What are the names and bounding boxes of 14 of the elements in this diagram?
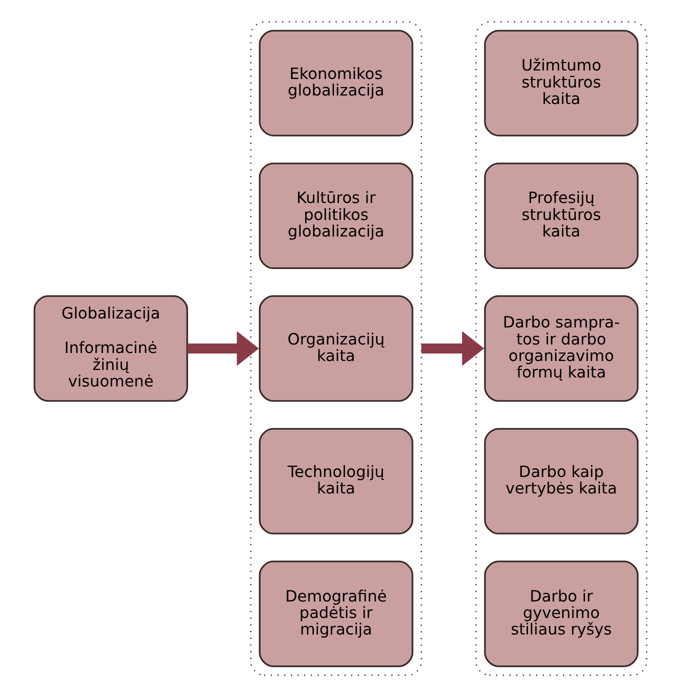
node-box: Globalizacija Informacinė žinių visuomenė [33, 295, 188, 402]
node-box: Demografinė padėtis ir migracija [258, 560, 413, 668]
node-box: Darbo kaip vertybės kaita [484, 428, 638, 534]
cluster [474, 21, 647, 676]
node-box: Profesijų struktūros kaita [484, 162, 638, 270]
node-box: Kultūros ir politikos globalizacija [258, 162, 413, 270]
cluster [250, 21, 422, 676]
node-box: Ekonomikos globalizacija [258, 30, 413, 136]
node-box: Technologijų kaita [258, 428, 413, 534]
node-box: Organizacijų kaita [258, 295, 413, 402]
node-box: Užimtumo struktūros kaita [484, 30, 638, 136]
arrow [186, 331, 258, 366]
node-box: Darbo ir gyvenimo stiliaus ryšys [484, 560, 638, 668]
node-box: Darbo sampra-tos ir darbo organizavimo formų kaita [484, 295, 638, 402]
